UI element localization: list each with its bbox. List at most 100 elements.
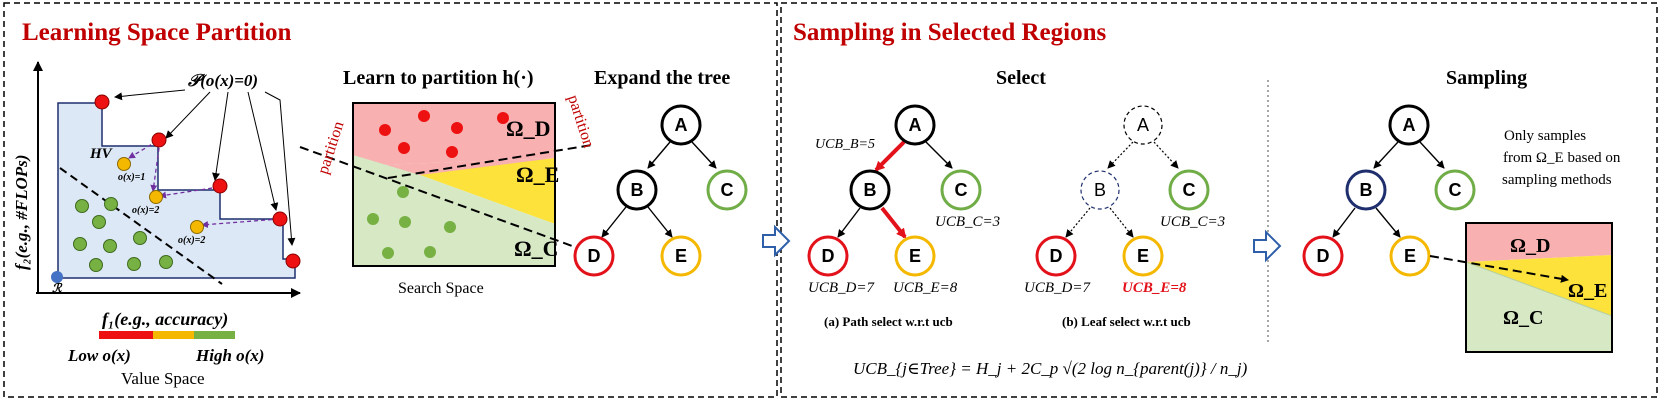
tree-node-e [1122,235,1164,277]
tree-node-c-label: C [1183,180,1196,200]
value-space-caption: Value Space [121,369,205,388]
dominated-point [159,255,173,269]
region-e-label: Ω_E [1568,280,1607,302]
tree-node-b [1345,169,1387,211]
reference-point [51,271,63,283]
hv-label: HV [89,146,114,162]
sampling-note-line: Only samples [1504,128,1586,144]
tree-node-e-label: E [1404,246,1416,266]
region-d [1466,223,1612,262]
dominated-points [73,197,173,272]
tree-node-b [616,169,658,211]
tree-node-d-label: D [1317,246,1330,266]
sampling-note-line: from Ω_E based on [1503,150,1621,166]
ucb-d-label: UCB_D=7 [1024,280,1091,296]
tree-node-a-label: A [909,115,922,135]
plot-partition-line [59,167,223,285]
tree-edge [691,141,717,169]
tree-node-d-label: D [1050,246,1063,266]
path-select-caption: (a) Path select w.r.t ucb [824,314,953,329]
partition-label-right: partition [564,93,597,150]
sampling-note-line: sampling methods [1502,172,1612,188]
rank-arrow [128,140,158,159]
tree-node-a [660,104,702,146]
dominated-point [127,257,141,271]
region-c-label: Ω_C [514,236,559,261]
tree-edge [647,206,673,238]
region-e [1466,255,1612,316]
tree-node-a-label: A [1403,115,1416,135]
pareto-front-point [272,211,288,227]
rank1-label: o(x)=1 [118,172,145,183]
region-c-label: Ω_C [1503,307,1543,329]
sample-point [446,146,458,158]
tree-node-b [1080,170,1120,210]
path-select-tree: A B C D E UCB_B=5 UCB_C=3 UCB_D=7 UCB_E=… [807,104,1000,329]
partition-line [387,144,593,179]
left-panel-frame [3,2,778,398]
tree-edge [647,141,671,169]
tree-node-a [894,104,936,146]
select-section: Select A B C D E UCB_B=5 UCB_C=3 UCB_D=7… [807,67,1248,378]
rank2-label: o(x)=2 [132,205,159,216]
tree-node-c-label: C [1449,180,1462,200]
sample-point [367,213,379,225]
pareto-front-point [94,94,110,110]
sample-point [444,221,456,233]
right-panel-frame [780,2,1658,398]
rank-arrow [159,186,220,199]
right-panel-title: Sampling in Selected Regions [793,19,1106,46]
selected-path-edge [880,206,907,239]
tree-node-a-label: A [1137,115,1149,135]
tree-edge [1332,207,1356,238]
region-e-label: Ω_E [516,162,559,187]
ucb-c-label: UCB_C=3 [935,214,1000,230]
search-space-caption: Search Space [398,280,484,297]
pareto-front-point [151,132,167,148]
sample-point [424,246,436,258]
tree-edge [1065,207,1091,238]
left-panel-title: Learning Space Partition [22,19,292,46]
tree-node-d [1035,235,1077,277]
leaf-select-caption: (b) Leaf select w.r.t ucb [1062,314,1191,329]
prob-arrow [212,91,229,181]
region-d-label: Ω_D [1510,235,1550,257]
partition-title: Learn to partition h(·) [343,67,534,89]
dominated-point [133,231,147,245]
ucb-formula: UCB_{j∈Tree} = H_j + 2C_p √(2 log n_{par… [853,359,1248,378]
search-space-box [352,102,556,267]
dominated-point [89,258,103,272]
region-e [420,158,555,224]
region-d-label: Ω_D [506,116,551,141]
hypervolume-region [57,102,296,279]
tree-edge [1109,207,1134,238]
dominated-point [104,197,118,211]
tree-node-a-label: A [675,115,688,135]
dominated-point [103,239,117,253]
tree-edge [1153,141,1179,169]
sample-point [398,142,410,154]
y-axis-label: f₂(e.g., #FLOPs) [12,155,31,270]
tree-node-b-label: B [1094,180,1106,200]
ucb-b-label: UCB_B=5 [815,137,875,152]
tree-node-d [807,235,849,277]
flow-arrow-icon [1253,229,1282,263]
ucb-d-label: UCB_D=7 [808,280,875,296]
tree-node-e-label: E [909,246,921,266]
tree-node-d [1302,235,1344,277]
tree-edge [837,207,861,238]
tree-node-d-label: D [588,246,601,266]
tree-node-e-label: E [1137,246,1149,266]
search-space-partition: Learn to partition h(·) partition partit… [299,67,597,297]
rank2-point [149,190,163,204]
probability-label: 𝒫(o(x)=0) [187,71,258,90]
region-c [353,155,555,266]
sampling-section: Sampling A B C D E Only samples from Ω_E… [1302,67,1621,353]
partition-label-left: partition [315,119,348,176]
tree-edge [1419,141,1445,169]
sample-point [399,216,411,228]
region-c [1466,262,1612,352]
prob-arrow [247,91,279,211]
rank-arrow [150,140,161,192]
